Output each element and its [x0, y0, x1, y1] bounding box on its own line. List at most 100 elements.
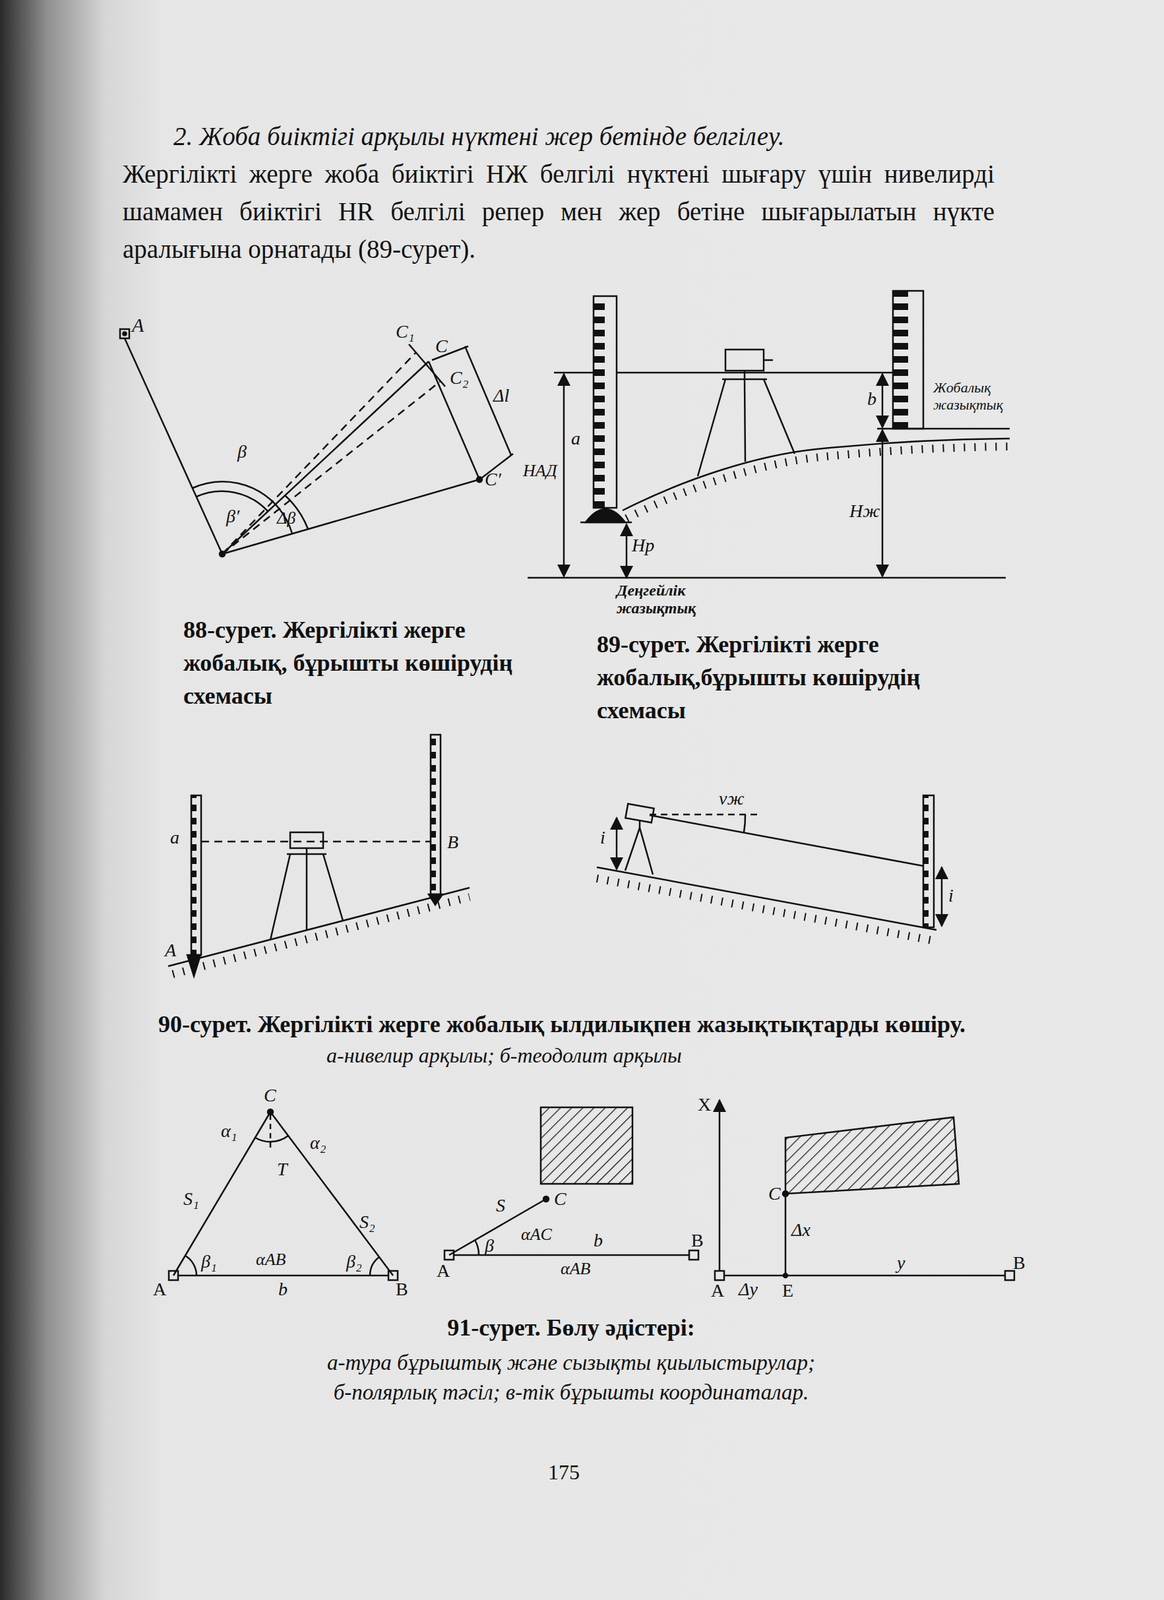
elevation-setout-figure-line	[697, 379, 726, 477]
slope-label: vж	[718, 788, 744, 810]
slope-setout-figure-line	[923, 795, 929, 928]
angle-label: β	[484, 1235, 494, 1257]
elevation-label: HАД	[522, 461, 558, 481]
angle-label: β₁	[201, 1251, 217, 1273]
elevation-setout-figure-line	[881, 429, 884, 577]
elevation-label: Hp	[631, 535, 655, 556]
figure-caption: 89-сурет. Жергілікті жерге жобалық,бұрыш…	[596, 627, 940, 727]
polar-method-figure-line	[474, 1239, 479, 1256]
distance-label: b	[593, 1230, 603, 1252]
angle-label: T	[276, 1159, 288, 1180]
figure-subcaption: а-нивелир арқылы; б-теодолит арқылы	[326, 1041, 920, 1069]
intersection-figure-line	[185, 1255, 197, 1276]
dimension-label: Δl	[493, 385, 510, 407]
point-label: E	[782, 1280, 794, 1302]
point-label: B	[447, 832, 459, 853]
elevation-setout-figure-line	[763, 359, 773, 362]
polar-method-figure	[444, 1107, 699, 1260]
elevation-setout-figure-line	[763, 379, 795, 454]
point-label: C	[768, 1183, 781, 1205]
rectangular-coordinates-figure	[714, 1100, 1015, 1281]
point-label: B	[1012, 1253, 1026, 1274]
point-label: C	[263, 1085, 277, 1106]
slope-setout-figure-line	[430, 734, 441, 895]
point-label: B	[691, 1230, 704, 1252]
polar-method-figure-line	[543, 1196, 549, 1202]
axis-label: y	[896, 1253, 905, 1274]
elevation-setout-figure-line	[580, 521, 632, 524]
slope-setout-figure-line	[649, 813, 759, 816]
point-label: C	[435, 336, 448, 357]
point-label: C₁	[395, 321, 415, 343]
slope-setout-figure-line	[191, 795, 197, 955]
distance-label: S	[495, 1195, 506, 1217]
body-text: Жергілікті жерге жоба биіктігі HЖ белгіл…	[122, 154, 995, 268]
azimuth-label: αAB	[560, 1259, 591, 1279]
rectangular-coordinates-figure-line	[782, 1191, 789, 1197]
angle-label: β′	[226, 506, 240, 527]
page-number: 175	[530, 1458, 597, 1486]
elevation-setout-figure-line	[743, 370, 746, 380]
slope-setout-figure-line	[615, 817, 618, 870]
slope-setout-figure-line	[941, 867, 944, 926]
elevation-setout-figure-line	[585, 509, 626, 523]
rectangular-coordinates-figure-line	[714, 1270, 725, 1281]
slope-setout-figure-line	[428, 894, 443, 905]
figure-caption: 88-сурет. Жергілікті жерге жобалық, бұры…	[183, 613, 527, 713]
elevation-setout-figure-line	[725, 349, 764, 371]
rectangular-coordinates-figure-line	[719, 1274, 1010, 1277]
elevation-setout-figure-line	[892, 290, 909, 429]
reading-label: a	[170, 827, 180, 849]
point-label: A	[710, 1280, 725, 1302]
figure-caption: 90-сурет. Жергілікті жерге жобалық ылдил…	[158, 1007, 1029, 1041]
slope-setout-figure-line	[270, 854, 291, 940]
elevation-setout-figure	[527, 290, 1010, 578]
angle-label: β	[237, 441, 247, 463]
point-label: C	[553, 1189, 567, 1210]
slope-setout-figure-line	[306, 848, 308, 855]
angle-setout-figure-line	[222, 381, 441, 554]
slope-setout-figure-line	[323, 854, 343, 921]
intersection-figure-line	[369, 1256, 380, 1276]
figure-caption: 91-сурет. Бөлу әдістері:	[307, 1312, 835, 1343]
elevation-setout-figure-line	[563, 373, 566, 577]
slope-setout-figure-line	[168, 887, 470, 967]
polar-method-figure-line	[540, 1107, 633, 1184]
angle-setout-figure	[120, 329, 514, 557]
plane-label: Деңгейлік жазықтық	[616, 581, 733, 618]
section-heading: 2. Жоба биіктігі арқылы нүктені жер беті…	[173, 117, 1025, 155]
point-label: B	[395, 1279, 409, 1300]
axis-label: X	[697, 1094, 711, 1116]
intersection-figure-line	[267, 1109, 274, 1115]
slope-setout-figure-line	[306, 854, 308, 930]
point-label: A	[436, 1260, 450, 1282]
point-label: C₂	[449, 367, 469, 389]
point-label: A	[153, 1279, 167, 1300]
polar-method-figure-line	[689, 1250, 699, 1260]
elevation-setout-figure-line	[744, 379, 746, 462]
slope-setout-figure-line	[625, 827, 640, 871]
height-label: i	[948, 885, 954, 907]
reading-label: a	[571, 428, 581, 450]
azimuth-label: αAB	[255, 1250, 286, 1270]
slope-setout-figure-line	[923, 795, 934, 928]
elevation-setout-figure-line	[625, 524, 628, 578]
height-label: i	[600, 827, 606, 849]
angle-setout-figure-line	[464, 346, 512, 456]
point-label: A	[131, 313, 144, 336]
point-label: C′	[484, 469, 502, 491]
slope-setout-figure-line	[639, 827, 653, 875]
slope-setout-figure-line	[172, 896, 470, 975]
angle-setout-figure-line	[222, 352, 417, 554]
angle-setout-figure-line	[222, 361, 429, 554]
angle-setout-figure-line	[428, 361, 480, 480]
elevation-setout-figure-line	[622, 438, 1010, 511]
rectangular-coordinates-figure-line	[783, 1273, 788, 1278]
elevation-setout-figure-line	[626, 446, 1010, 519]
intersection-figure-line	[270, 1111, 394, 1276]
reading-label: b	[867, 389, 877, 410]
angle-label: Δβ	[276, 509, 296, 529]
elevation-setout-figure-line	[616, 371, 893, 374]
angle-label: β₂	[346, 1251, 363, 1273]
slope-setout-figure-line	[596, 878, 937, 942]
